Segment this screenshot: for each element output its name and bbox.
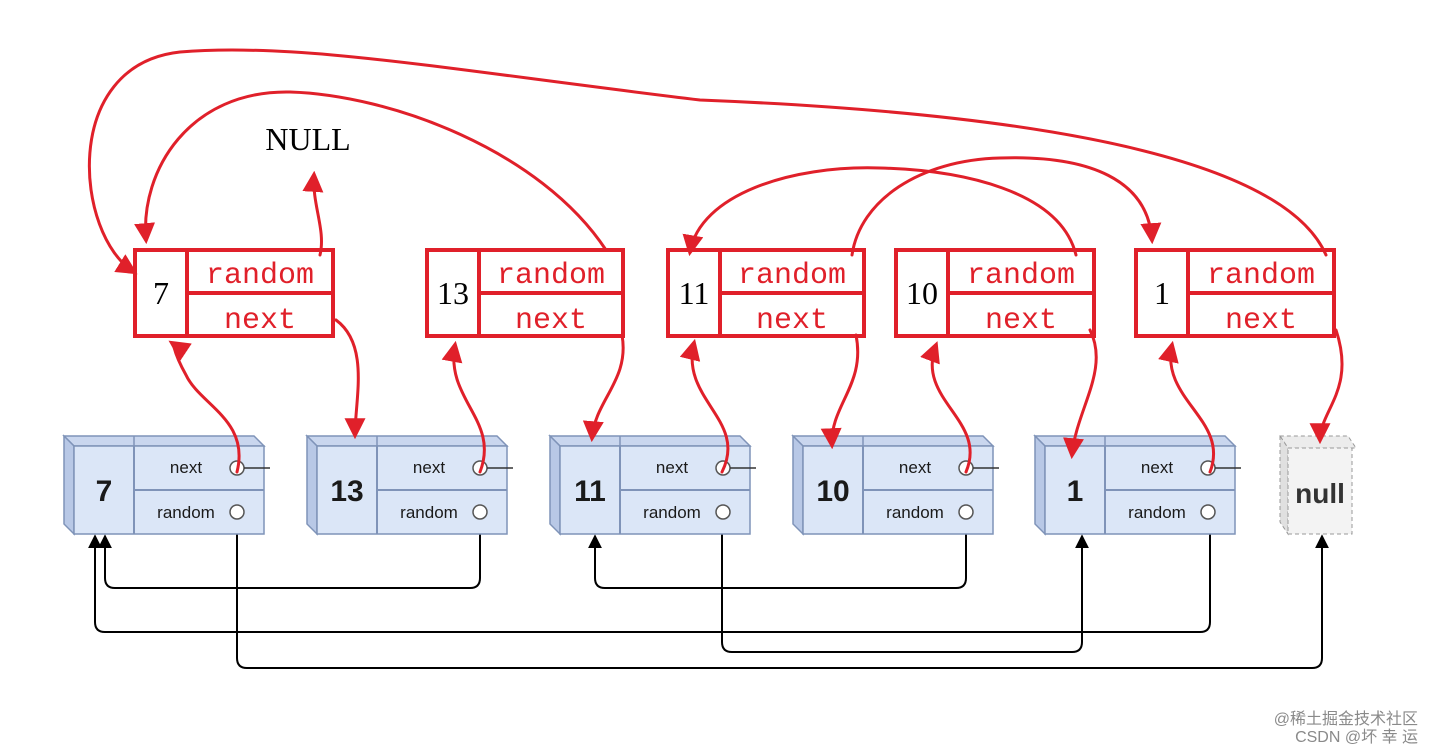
copy-random-13-to-7 bbox=[134, 90, 608, 252]
copy-next-11-to-orig-10 bbox=[820, 333, 860, 450]
random-pointer-dot bbox=[715, 504, 731, 520]
original-node-random-label: random bbox=[157, 503, 215, 522]
copy-next-7-to-orig-13 bbox=[334, 318, 366, 440]
copy-node-next-label: next bbox=[985, 304, 1057, 338]
random-arrow-13-to-7 bbox=[98, 520, 481, 589]
watermark-line1: @稀土掘金技术社区 bbox=[1274, 710, 1418, 728]
copy-next-1-to-null bbox=[1309, 328, 1344, 445]
copy-next-13-to-orig-11 bbox=[582, 333, 625, 443]
orig-next-11-to-copy-11 bbox=[679, 338, 730, 474]
original-node-value: 7 bbox=[96, 475, 113, 508]
original-node-next-label: next bbox=[1141, 458, 1173, 477]
copy-node: 13 random next bbox=[425, 248, 625, 338]
random-arrow-10-to-11 bbox=[588, 520, 967, 589]
original-node-value: 11 bbox=[574, 475, 606, 508]
original-random-arrows bbox=[88, 520, 1329, 669]
original-node-random-label: random bbox=[400, 503, 458, 522]
copy-node: 11 random next bbox=[666, 248, 866, 338]
original-node-next-label: next bbox=[170, 458, 202, 477]
original-node-random-label: random bbox=[643, 503, 701, 522]
random-pointer-dot bbox=[958, 504, 974, 520]
copy-node: 7 random next bbox=[133, 248, 335, 338]
null-node-label: null bbox=[1295, 478, 1345, 509]
original-node-value: 13 bbox=[330, 475, 363, 508]
random-pointer-dot bbox=[229, 504, 245, 520]
copy-node-next-label: next bbox=[224, 304, 296, 338]
copy-random-7-to-null bbox=[302, 170, 324, 257]
original-node-next-label: next bbox=[899, 458, 931, 477]
copy-node-value: 11 bbox=[679, 275, 710, 311]
null-node: null bbox=[1279, 434, 1357, 536]
original-node: 1 next random bbox=[1033, 434, 1241, 536]
original-node-next-label: next bbox=[656, 458, 688, 477]
orig-next-10-to-copy-10 bbox=[920, 341, 972, 474]
copy-node-next-label: next bbox=[515, 304, 587, 338]
copy-node: 10 random next bbox=[894, 248, 1096, 338]
watermark-line2: CSDN @坏 幸 运 bbox=[1295, 728, 1418, 746]
random-arrow-7-to-null bbox=[236, 520, 1329, 669]
copy-next-10-to-orig-1 bbox=[1063, 328, 1098, 460]
copy-random-11-to-1 bbox=[850, 156, 1162, 257]
original-node: 13 next random bbox=[305, 434, 513, 536]
original-node-value: 1 bbox=[1067, 475, 1084, 508]
copy-node-random-label: random bbox=[206, 259, 314, 293]
original-node: 7 next random bbox=[62, 434, 270, 536]
random-pointer-dot bbox=[472, 504, 488, 520]
original-node-next-label: next bbox=[413, 458, 445, 477]
copy-node-random-label: random bbox=[738, 259, 846, 293]
copy-node-next-label: next bbox=[756, 304, 828, 338]
null-label: NULL bbox=[265, 121, 350, 157]
orig-next-1-to-copy-1 bbox=[1158, 340, 1216, 474]
copy-node-next-label: next bbox=[1225, 304, 1297, 338]
copy-list: 7 random next 13 random next 11 random next 10 ran… bbox=[133, 248, 1336, 338]
copy-random-1-to-7 bbox=[87, 48, 1328, 275]
copy-pointer-arrows bbox=[87, 48, 1344, 474]
original-list: 7 next random 13 next random 11 next random 10 nex… bbox=[62, 434, 1241, 536]
original-node-random-label: random bbox=[1128, 503, 1186, 522]
original-node: 11 next random bbox=[548, 434, 756, 536]
copy-node-value: 10 bbox=[906, 275, 938, 311]
copy-node: 1 random next bbox=[1134, 248, 1336, 338]
copy-node-random-label: random bbox=[497, 259, 605, 293]
copy-node-value: 1 bbox=[1154, 275, 1170, 311]
orig-next-7-to-copy-7 bbox=[168, 340, 241, 474]
random-pointer-dot bbox=[1200, 504, 1216, 520]
copy-node-value: 13 bbox=[437, 275, 469, 311]
original-node: 10 next random bbox=[791, 434, 999, 536]
copy-random-10-to-11 bbox=[682, 166, 1078, 257]
copy-node-random-label: random bbox=[967, 259, 1075, 293]
orig-next-13-to-copy-13 bbox=[441, 340, 486, 474]
copy-node-random-label: random bbox=[1207, 259, 1315, 293]
random-arrow-1-to-7 bbox=[88, 520, 1211, 633]
original-node-random-label: random bbox=[886, 503, 944, 522]
original-node-value: 10 bbox=[816, 475, 849, 508]
random-arrow-11-to-1 bbox=[721, 520, 1089, 653]
copy-node-value: 7 bbox=[153, 275, 169, 311]
